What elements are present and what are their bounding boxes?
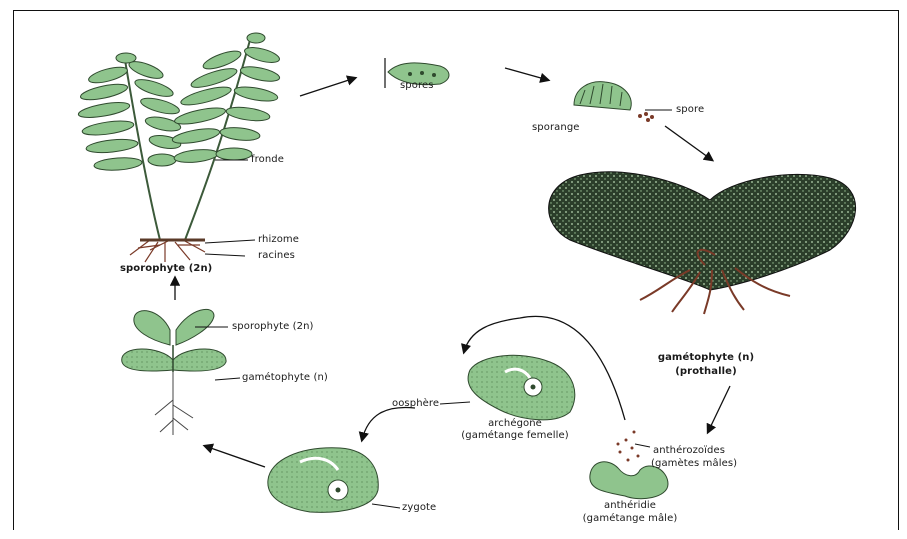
label-antheridie: anthéridie (604, 500, 656, 511)
sporophyte-fern (77, 33, 281, 262)
label-antherozoides-sub: (gamètes mâles) (651, 458, 737, 469)
label-fronde: fronde (251, 154, 284, 165)
label-racines: racines (258, 250, 295, 261)
label-archegone: archégone (488, 418, 542, 429)
label-young-gametophyte: gamétophyte (n) (242, 372, 328, 383)
zygote-structure (268, 448, 378, 513)
label-spore: spore (676, 104, 704, 115)
label-gametophyte: gamétophyte (n) (658, 352, 754, 363)
label-sporophyte-mature: sporophyte (2n) (120, 263, 212, 274)
prothallus-gametophyte (549, 172, 856, 314)
archegonium (468, 355, 575, 420)
label-oosphere: oosphère (392, 398, 439, 409)
label-prothalle: (prothalle) (675, 366, 737, 377)
label-zygote: zygote (402, 502, 436, 513)
label-antheridie-sub: (gamétange mâle) (583, 513, 678, 524)
label-antherozoides: anthérozoïdes (653, 445, 725, 456)
young-sporophyte-on-gametophyte (122, 309, 226, 435)
label-young-sporophyte: sporophyte (2n) (232, 321, 314, 332)
sporangium (574, 82, 654, 122)
label-rhizome: rhizome (258, 234, 299, 245)
label-sporange: sporange (532, 122, 580, 133)
label-archegone-sub: (gamétange femelle) (461, 430, 568, 441)
label-spores: spores (400, 80, 434, 91)
label-pointers (195, 110, 672, 508)
